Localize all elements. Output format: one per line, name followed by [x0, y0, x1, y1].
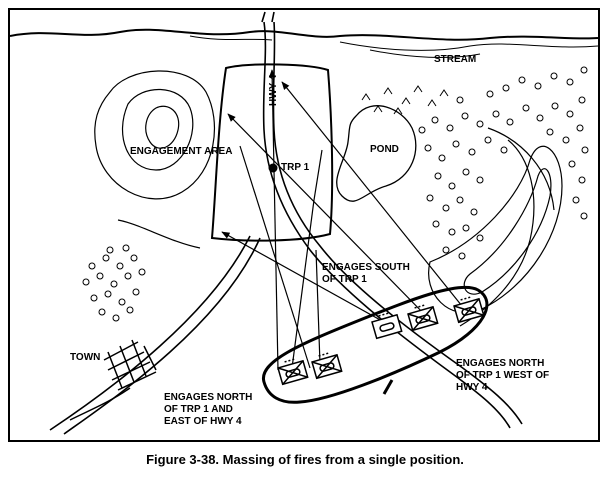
stream-line — [10, 28, 598, 41]
town-grid — [69, 339, 157, 421]
fire-arrows — [221, 69, 471, 371]
terrain-map — [10, 11, 598, 435]
engages-north-east-line-3: EAST OF HWY 4 — [164, 416, 242, 427]
engages-north-east-line-1: ENGAGES NORTH — [164, 392, 253, 403]
engages-north-west-line-2: OF TRP 1 WEST OF — [456, 370, 550, 381]
engages-north-east-label: ENGAGES NORTH OF TRP 1 AND EAST OF HWY 4 — [164, 392, 252, 428]
engages-south-line-2: OF TRP 1 — [322, 274, 367, 285]
woods-town — [82, 244, 146, 322]
woods-east — [418, 66, 589, 260]
hwy-4-label: HWY 4 — [268, 74, 279, 107]
battle-position — [261, 285, 489, 404]
pond — [336, 105, 417, 202]
engages-north-west-label: ENGAGES NORTH OF TRP 1 WEST OF HWY 4 — [456, 358, 549, 394]
engages-north-west-line-1: ENGAGES NORTH — [456, 358, 545, 369]
engagement-area-label: ENGAGEMENT AREA — [130, 146, 233, 157]
hill-east-contours — [428, 127, 563, 327]
town-label: TOWN — [70, 352, 101, 363]
engages-north-east-line-2: OF TRP 1 AND — [164, 404, 233, 415]
highway-4 — [261, 11, 523, 429]
hill-west-contours — [94, 70, 216, 249]
trp-1-label: TRP 1 — [281, 162, 310, 173]
marsh-symbols — [361, 85, 449, 115]
trp-1-marker — [268, 163, 278, 173]
engages-north-west-line-3: HWY 4 — [456, 382, 488, 393]
engages-south-label: ENGAGES SOUTH OF TRP 1 — [322, 262, 410, 286]
figure-frame: STREAM POND ENGAGEMENT AREA HWY 4 TRP 1 … — [8, 8, 600, 442]
engagement-area-boundary — [210, 63, 334, 242]
stream-label: STREAM — [434, 54, 477, 65]
road-west — [49, 235, 261, 435]
engages-south-line-1: ENGAGES SOUTH — [322, 262, 410, 273]
figure-caption: Figure 3-38. Massing of fires from a sin… — [146, 452, 464, 467]
pond-label: POND — [370, 144, 399, 155]
unit-symbols — [277, 296, 485, 386]
